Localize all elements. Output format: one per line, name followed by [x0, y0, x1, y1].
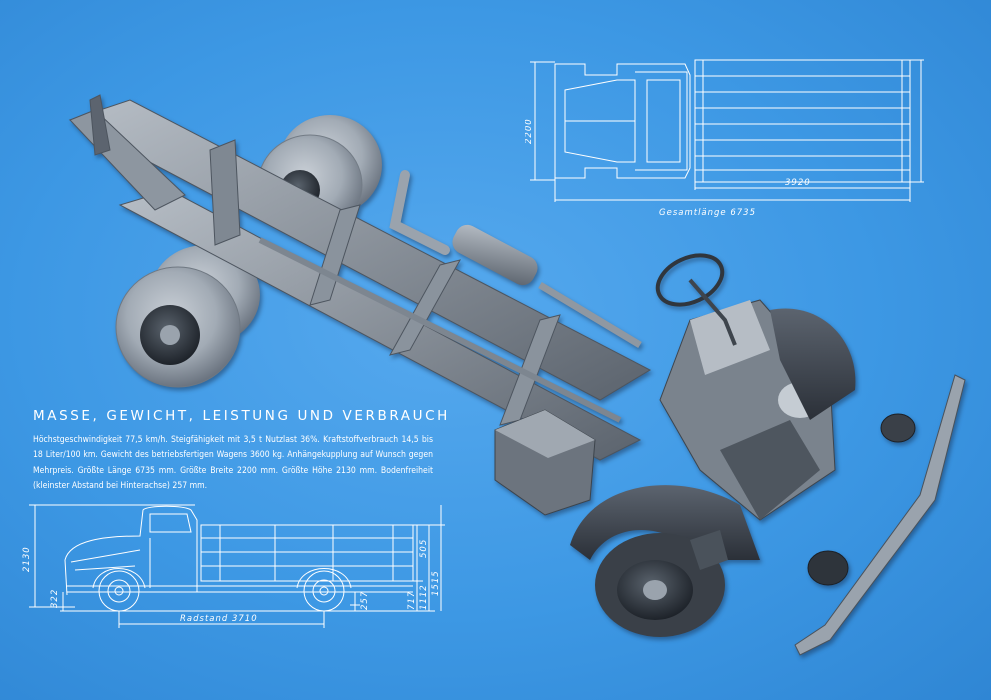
dim-frame-height: 717 [407, 591, 417, 610]
battery-box [494, 409, 596, 516]
top-view-drawing: 2200 2100 3920 Gesamtlänge 6735 [525, 59, 924, 218]
section-heading: MASSE, GEWICHT, LEISTUNG UND VERBRAUCH [33, 408, 450, 424]
front-bracket [690, 530, 728, 570]
exhaust-pipe [389, 170, 642, 349]
dim-rear-clearance: 257 [360, 591, 370, 610]
dim-height-overall: 2130 [22, 546, 32, 572]
dim-platform-height: 1112 [419, 584, 429, 610]
dim-body-length: 3920 [785, 178, 811, 188]
dim-body-top: 1515 [431, 570, 441, 596]
dim-wheelbase: Radstand 3710 [180, 614, 258, 624]
dim-width-overall: 2200 [525, 118, 534, 144]
right-fender [770, 308, 856, 420]
steering-wheel [655, 253, 737, 346]
side-view-drawing: 2130 322 257 717 1112 1515 505 Radstand … [22, 504, 445, 628]
front-bumper [794, 374, 966, 656]
front-wheel [595, 533, 725, 637]
specs-paragraph: Höchstgeschwindigkeit 77,5 km/h. Steigfä… [33, 435, 433, 492]
frame-rails [68, 94, 652, 461]
dim-side-wall: 505 [419, 539, 429, 558]
dim-front-clearance: 322 [50, 589, 60, 608]
dim-total-length: Gesamtlänge 6735 [659, 208, 756, 218]
rear-wheel-lower [115, 245, 260, 388]
drive-shaft [258, 237, 622, 423]
headlights [807, 413, 916, 586]
